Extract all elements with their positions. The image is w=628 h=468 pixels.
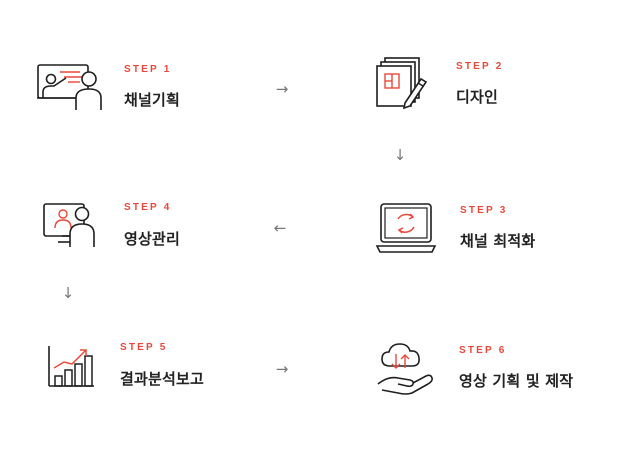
step-title: 디자인: [456, 88, 499, 106]
cloud-hand-icon: [376, 340, 436, 396]
growth-chart-icon: [46, 344, 96, 390]
arrow-down-icon: ↓: [61, 284, 75, 302]
step-label: STEP 1: [124, 64, 172, 75]
step-title: 채널 최적화: [460, 232, 536, 250]
step-title: 영상 기획 및 제작: [459, 372, 574, 390]
arrow-right-icon: →: [275, 360, 289, 378]
design-pencil-icon: [375, 55, 431, 111]
presentation-board-icon: [36, 62, 102, 112]
arrow-right-icon: →: [275, 80, 289, 98]
step-label: STEP 5: [120, 342, 168, 353]
step-label: STEP 4: [124, 202, 172, 213]
step-title: 채널기획: [124, 91, 181, 109]
step-label: STEP 6: [459, 345, 507, 356]
arrow-left-icon: ←: [273, 219, 287, 237]
step-label: STEP 2: [456, 61, 504, 72]
video-call-icon: [42, 200, 102, 250]
arrow-down-icon: ↓: [393, 146, 407, 164]
step-label: STEP 3: [460, 205, 508, 216]
step-title: 영상관리: [124, 230, 181, 248]
step-title: 결과분석보고: [120, 370, 205, 388]
laptop-refresh-icon: [375, 202, 437, 254]
